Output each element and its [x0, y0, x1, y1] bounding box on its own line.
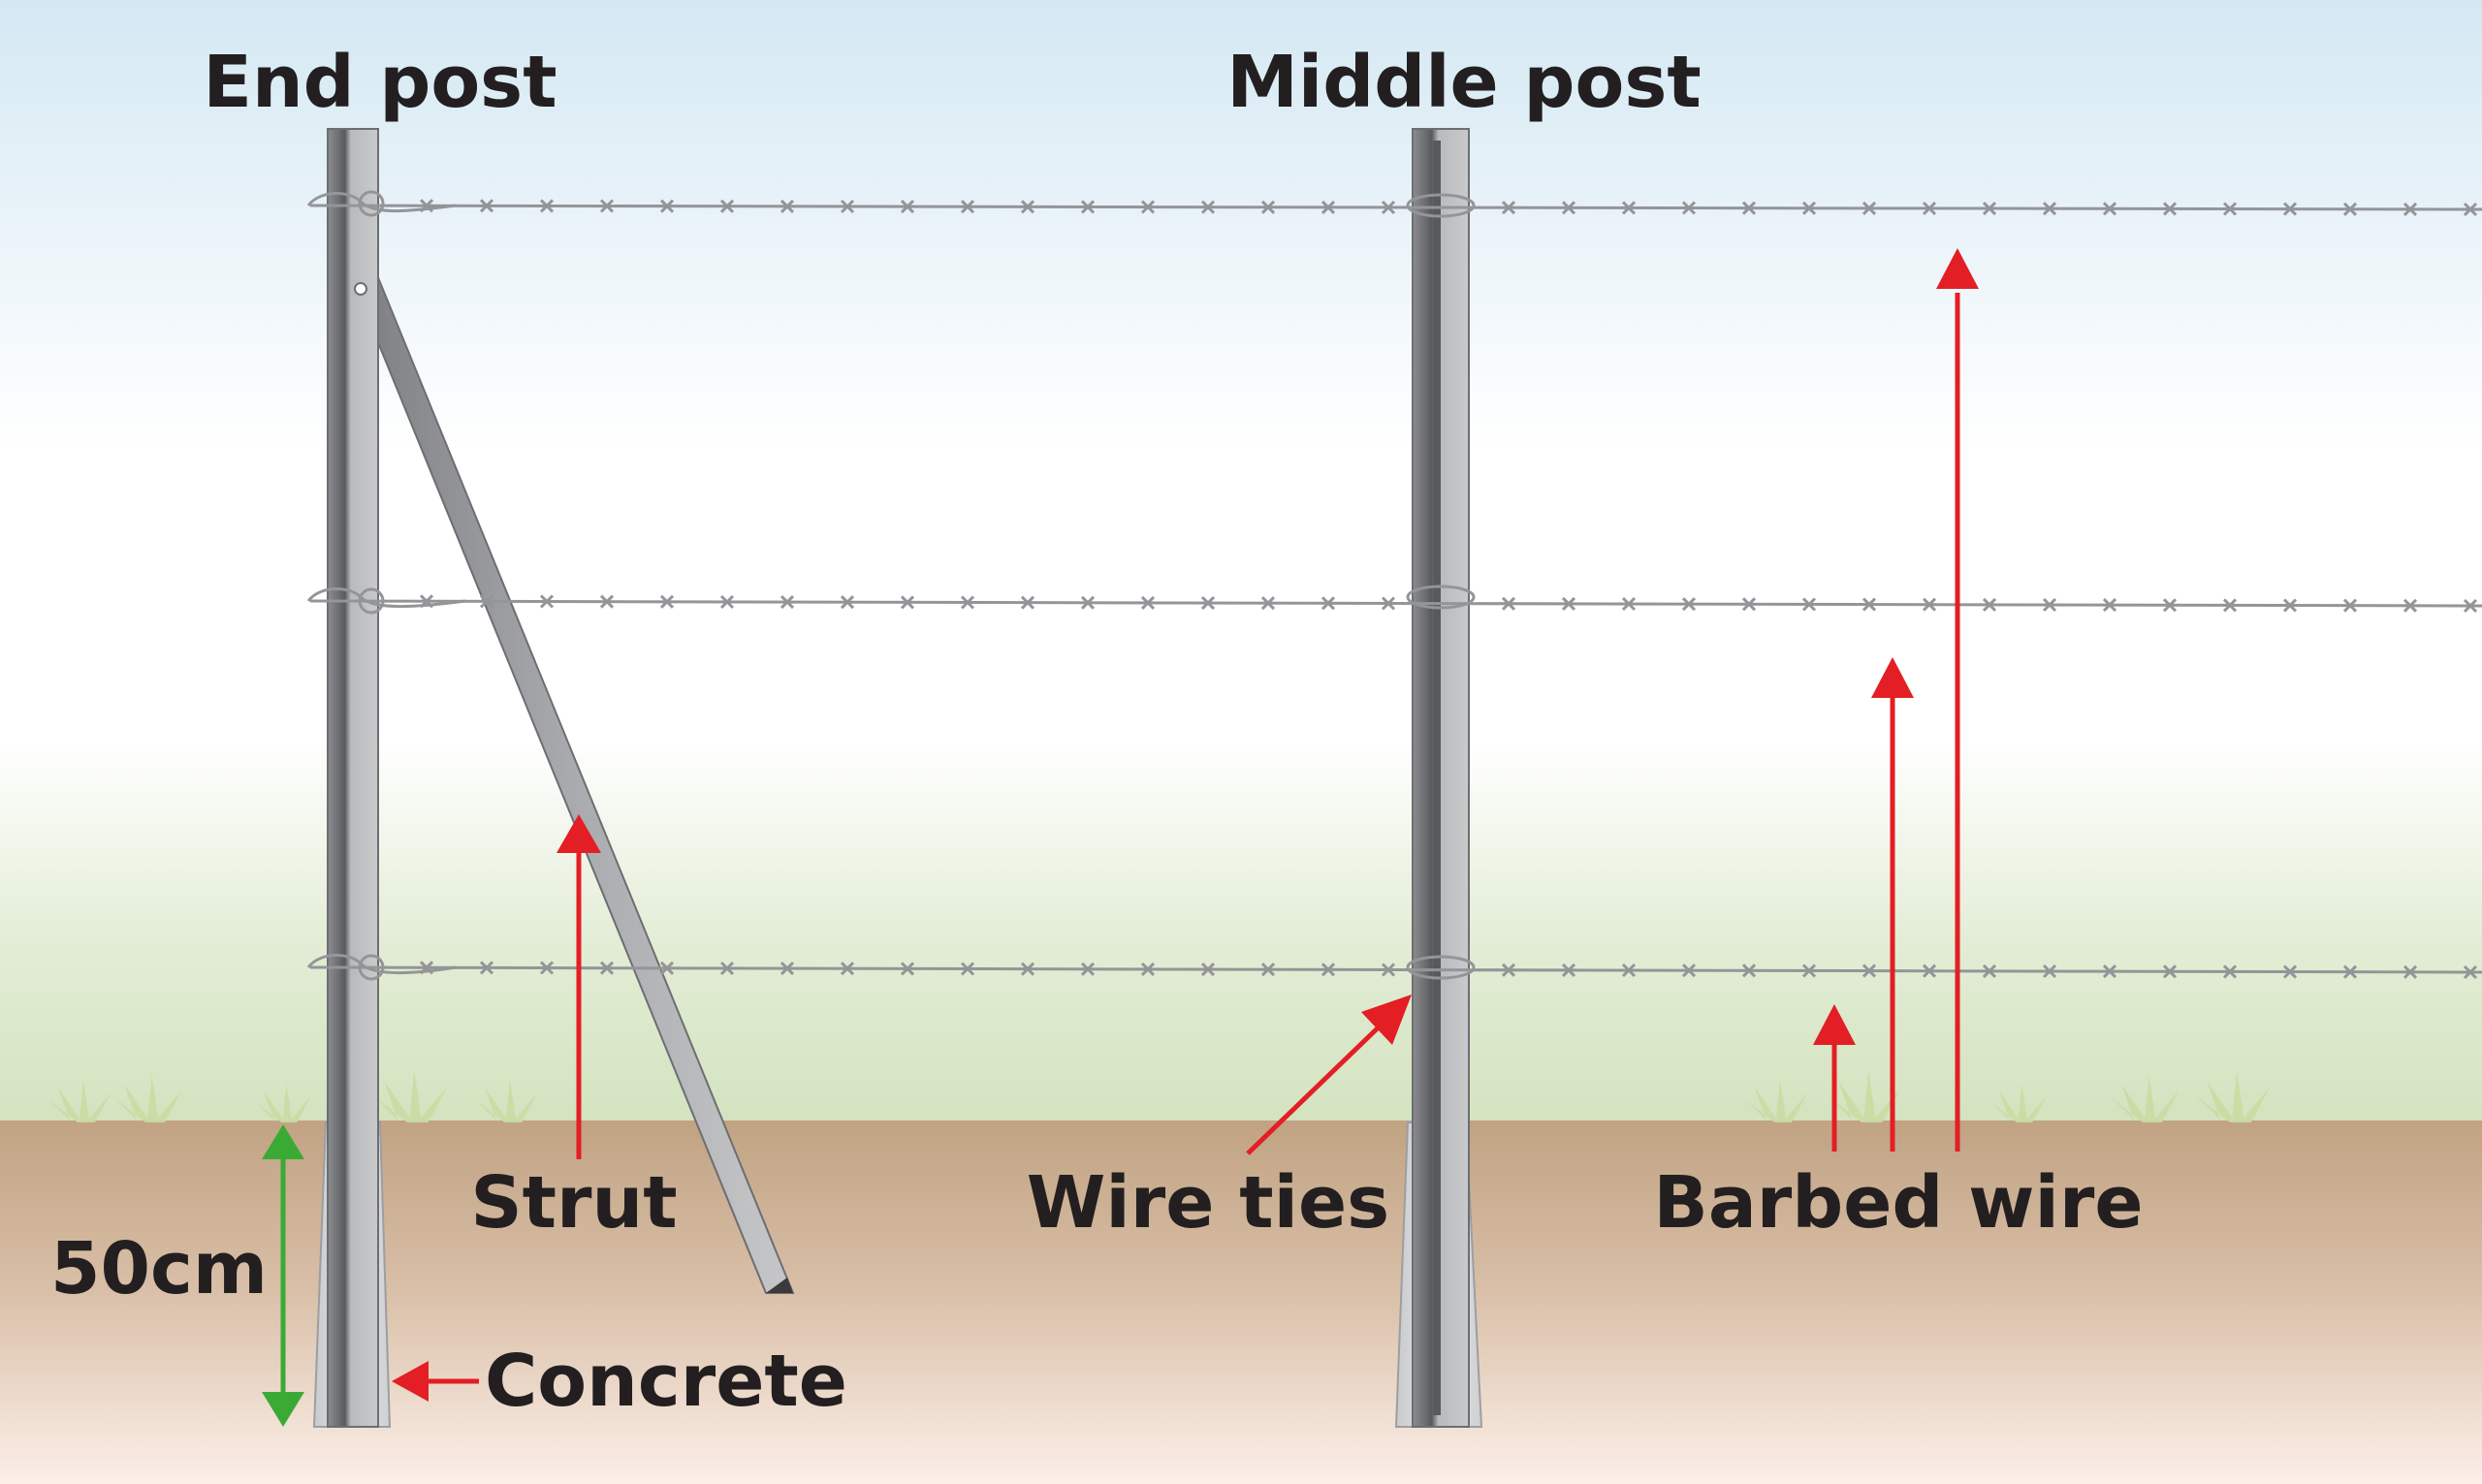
wire-ties — [1406, 193, 1476, 980]
arrow-head-icon — [557, 814, 601, 853]
end-post — [327, 128, 379, 1428]
depth-arrow — [262, 1124, 304, 1427]
end-post-wire-fixings — [306, 190, 466, 981]
barbed-wire-strand — [309, 204, 2482, 211]
depth-label: 50cm — [50, 1227, 268, 1310]
arrow-head-icon — [392, 1361, 429, 1402]
arrow-head-icon — [1936, 248, 1979, 289]
strut-label: Strut — [470, 1161, 677, 1245]
barbed-wire-label: Barbed wire — [1653, 1161, 2143, 1245]
end-post-label: End post — [203, 41, 557, 124]
arrow-head-icon — [1871, 657, 1914, 698]
sky-background — [0, 0, 2482, 1122]
barbed-wire-strand — [309, 965, 2482, 974]
pointer-arrows — [392, 248, 1979, 1402]
wire-ties-label: Wire ties — [1027, 1161, 1389, 1245]
soil-background — [0, 1121, 2482, 1484]
barbed-wires — [309, 198, 2482, 980]
arrow-head-icon — [1361, 995, 1412, 1045]
arrow-head-icon — [1813, 1004, 1856, 1045]
barbed-wire-strand — [309, 599, 2482, 608]
concrete-label: Concrete — [485, 1340, 847, 1423]
middle-post-label: Middle post — [1226, 41, 1702, 124]
